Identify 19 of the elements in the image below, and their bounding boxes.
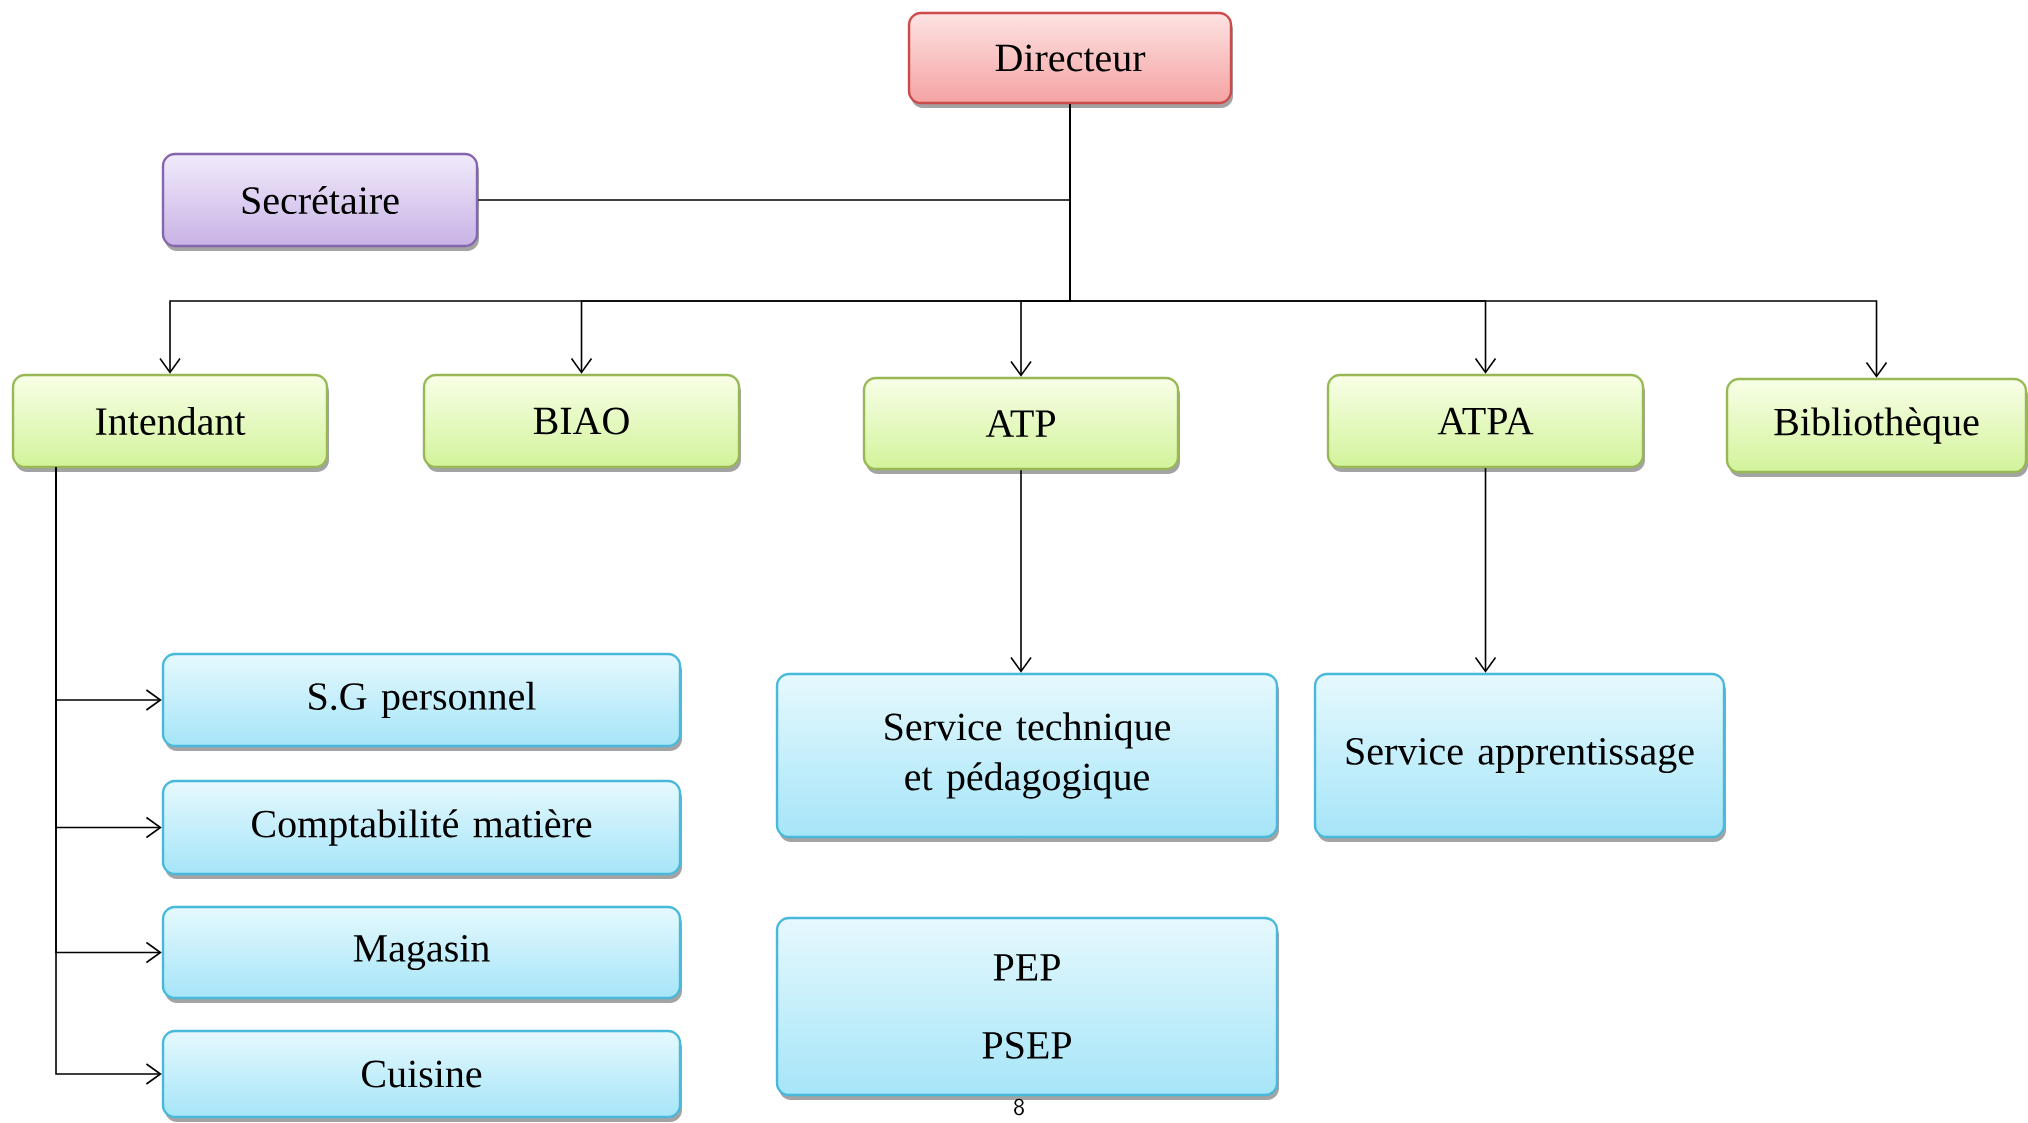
arrow xyxy=(1474,467,1497,673)
org-box: Secrétaire xyxy=(161,152,479,251)
org-box: PEP PSEP xyxy=(775,916,1279,1100)
org-box: S.G personnel xyxy=(161,652,682,751)
page-number: 8 xyxy=(1014,1098,1024,1116)
arrow xyxy=(55,466,162,1085)
org-box: Magasin xyxy=(161,905,682,1003)
org-box: ATPA xyxy=(1326,373,1645,472)
arrow xyxy=(1010,469,1032,673)
org-box: Cuisine xyxy=(161,1029,682,1122)
org-box: Bibliothèque xyxy=(1725,377,2028,477)
org-box: Comptabilité matière xyxy=(161,779,682,879)
org-box: ATP xyxy=(862,376,1180,474)
org-box: Intendant xyxy=(11,373,329,472)
arrow xyxy=(1069,103,1888,378)
org-box: Service technique et pédagogique xyxy=(775,672,1279,842)
org-box: Service apprentissage xyxy=(1313,672,1726,842)
org-box: BIAO xyxy=(422,373,741,472)
org-box: Directeur xyxy=(907,11,1233,108)
